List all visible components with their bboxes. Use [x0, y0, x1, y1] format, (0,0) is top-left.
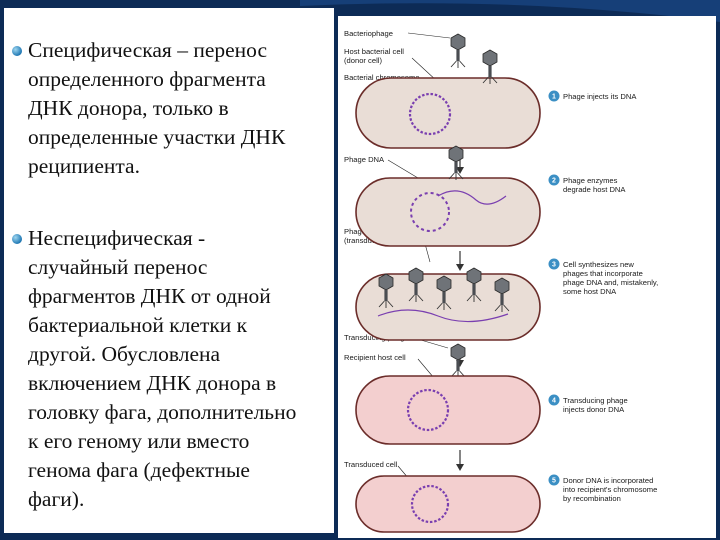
svg-text:Donor DNA is incorporated: Donor DNA is incorporated — [563, 476, 653, 485]
transduced-cell-5 — [355, 475, 541, 533]
bullet-nonspecific: Неспецифическая - случайный перенос фраг… — [12, 224, 338, 514]
bullet-dot-icon — [12, 46, 22, 56]
step-4: 4 Transducing phage injects donor DNA — [548, 394, 628, 414]
text-panel: Специфическая – перенос определенного фр… — [4, 8, 334, 533]
label-transduced-cell: Transduced cell — [344, 460, 398, 469]
svg-text:Phage enzymes: Phage enzymes — [563, 176, 618, 185]
svg-text:phages that incorporate: phages that incorporate — [563, 269, 643, 278]
label-bacterial-chromosome: Bacterial chromosome — [344, 73, 420, 82]
donor-cell-2 — [355, 145, 541, 247]
svg-text:5: 5 — [552, 478, 556, 485]
bullet-text: Неспецифическая - случайный перенос фраг… — [28, 226, 297, 511]
step-badge-icon — [548, 474, 560, 486]
svg-text:3: 3 — [552, 262, 556, 269]
step-5: 5 Donor DNA is incorporated into recipie… — [548, 474, 657, 503]
step-2: 2 Phage enzymes degrade host DNA — [548, 174, 626, 194]
bullet-specific: Специфическая – перенос определенного фр… — [12, 36, 338, 181]
phage-icon — [448, 145, 464, 181]
donor-cell-3 — [355, 267, 541, 341]
label-bacteriophage: Bacteriophage — [344, 29, 393, 38]
label-recipient-host-cell: Recipient host cell — [344, 353, 406, 362]
svg-text:4: 4 — [552, 398, 556, 405]
svg-text:Cell synthesizes new: Cell synthesizes new — [563, 260, 634, 269]
svg-text:Phage injects its DNA: Phage injects its DNA — [563, 92, 637, 101]
svg-text:phage DNA and, mistakenly,: phage DNA and, mistakenly, — [563, 278, 658, 287]
bullet-text: Специфическая – перенос определенного фр… — [28, 38, 286, 178]
svg-text:2: 2 — [552, 178, 556, 185]
label-donor-cell: (donor cell) — [344, 56, 382, 65]
svg-text:injects donor DNA: injects donor DNA — [563, 405, 625, 414]
svg-text:1: 1 — [552, 94, 556, 101]
recipient-cell-4 — [355, 343, 541, 445]
transduction-figure: Bacteriophage Host bacterial cell (donor… — [338, 16, 716, 538]
svg-text:degrade host DNA: degrade host DNA — [563, 185, 626, 194]
step-3: 3 Cell synthesizes new phages that incor… — [548, 258, 658, 296]
step-badge-icon — [548, 258, 560, 270]
step-badge-icon — [548, 90, 560, 102]
svg-text:Transducing phage: Transducing phage — [563, 396, 628, 405]
svg-text:by recombination: by recombination — [563, 494, 621, 503]
step-badge-icon — [548, 174, 560, 186]
donor-cell-1 — [355, 33, 541, 149]
svg-text:into recipient's chromosome: into recipient's chromosome — [563, 485, 657, 494]
svg-text:some host DNA: some host DNA — [563, 287, 617, 296]
bullet-dot-icon — [12, 234, 22, 244]
label-phage-dna: Phage DNA — [344, 155, 385, 164]
step-badge-icon — [548, 394, 560, 406]
step-1: 1 Phage injects its DNA — [548, 90, 637, 102]
phage-icon — [450, 33, 466, 69]
label-host-cell: Host bacterial cell — [344, 47, 404, 56]
